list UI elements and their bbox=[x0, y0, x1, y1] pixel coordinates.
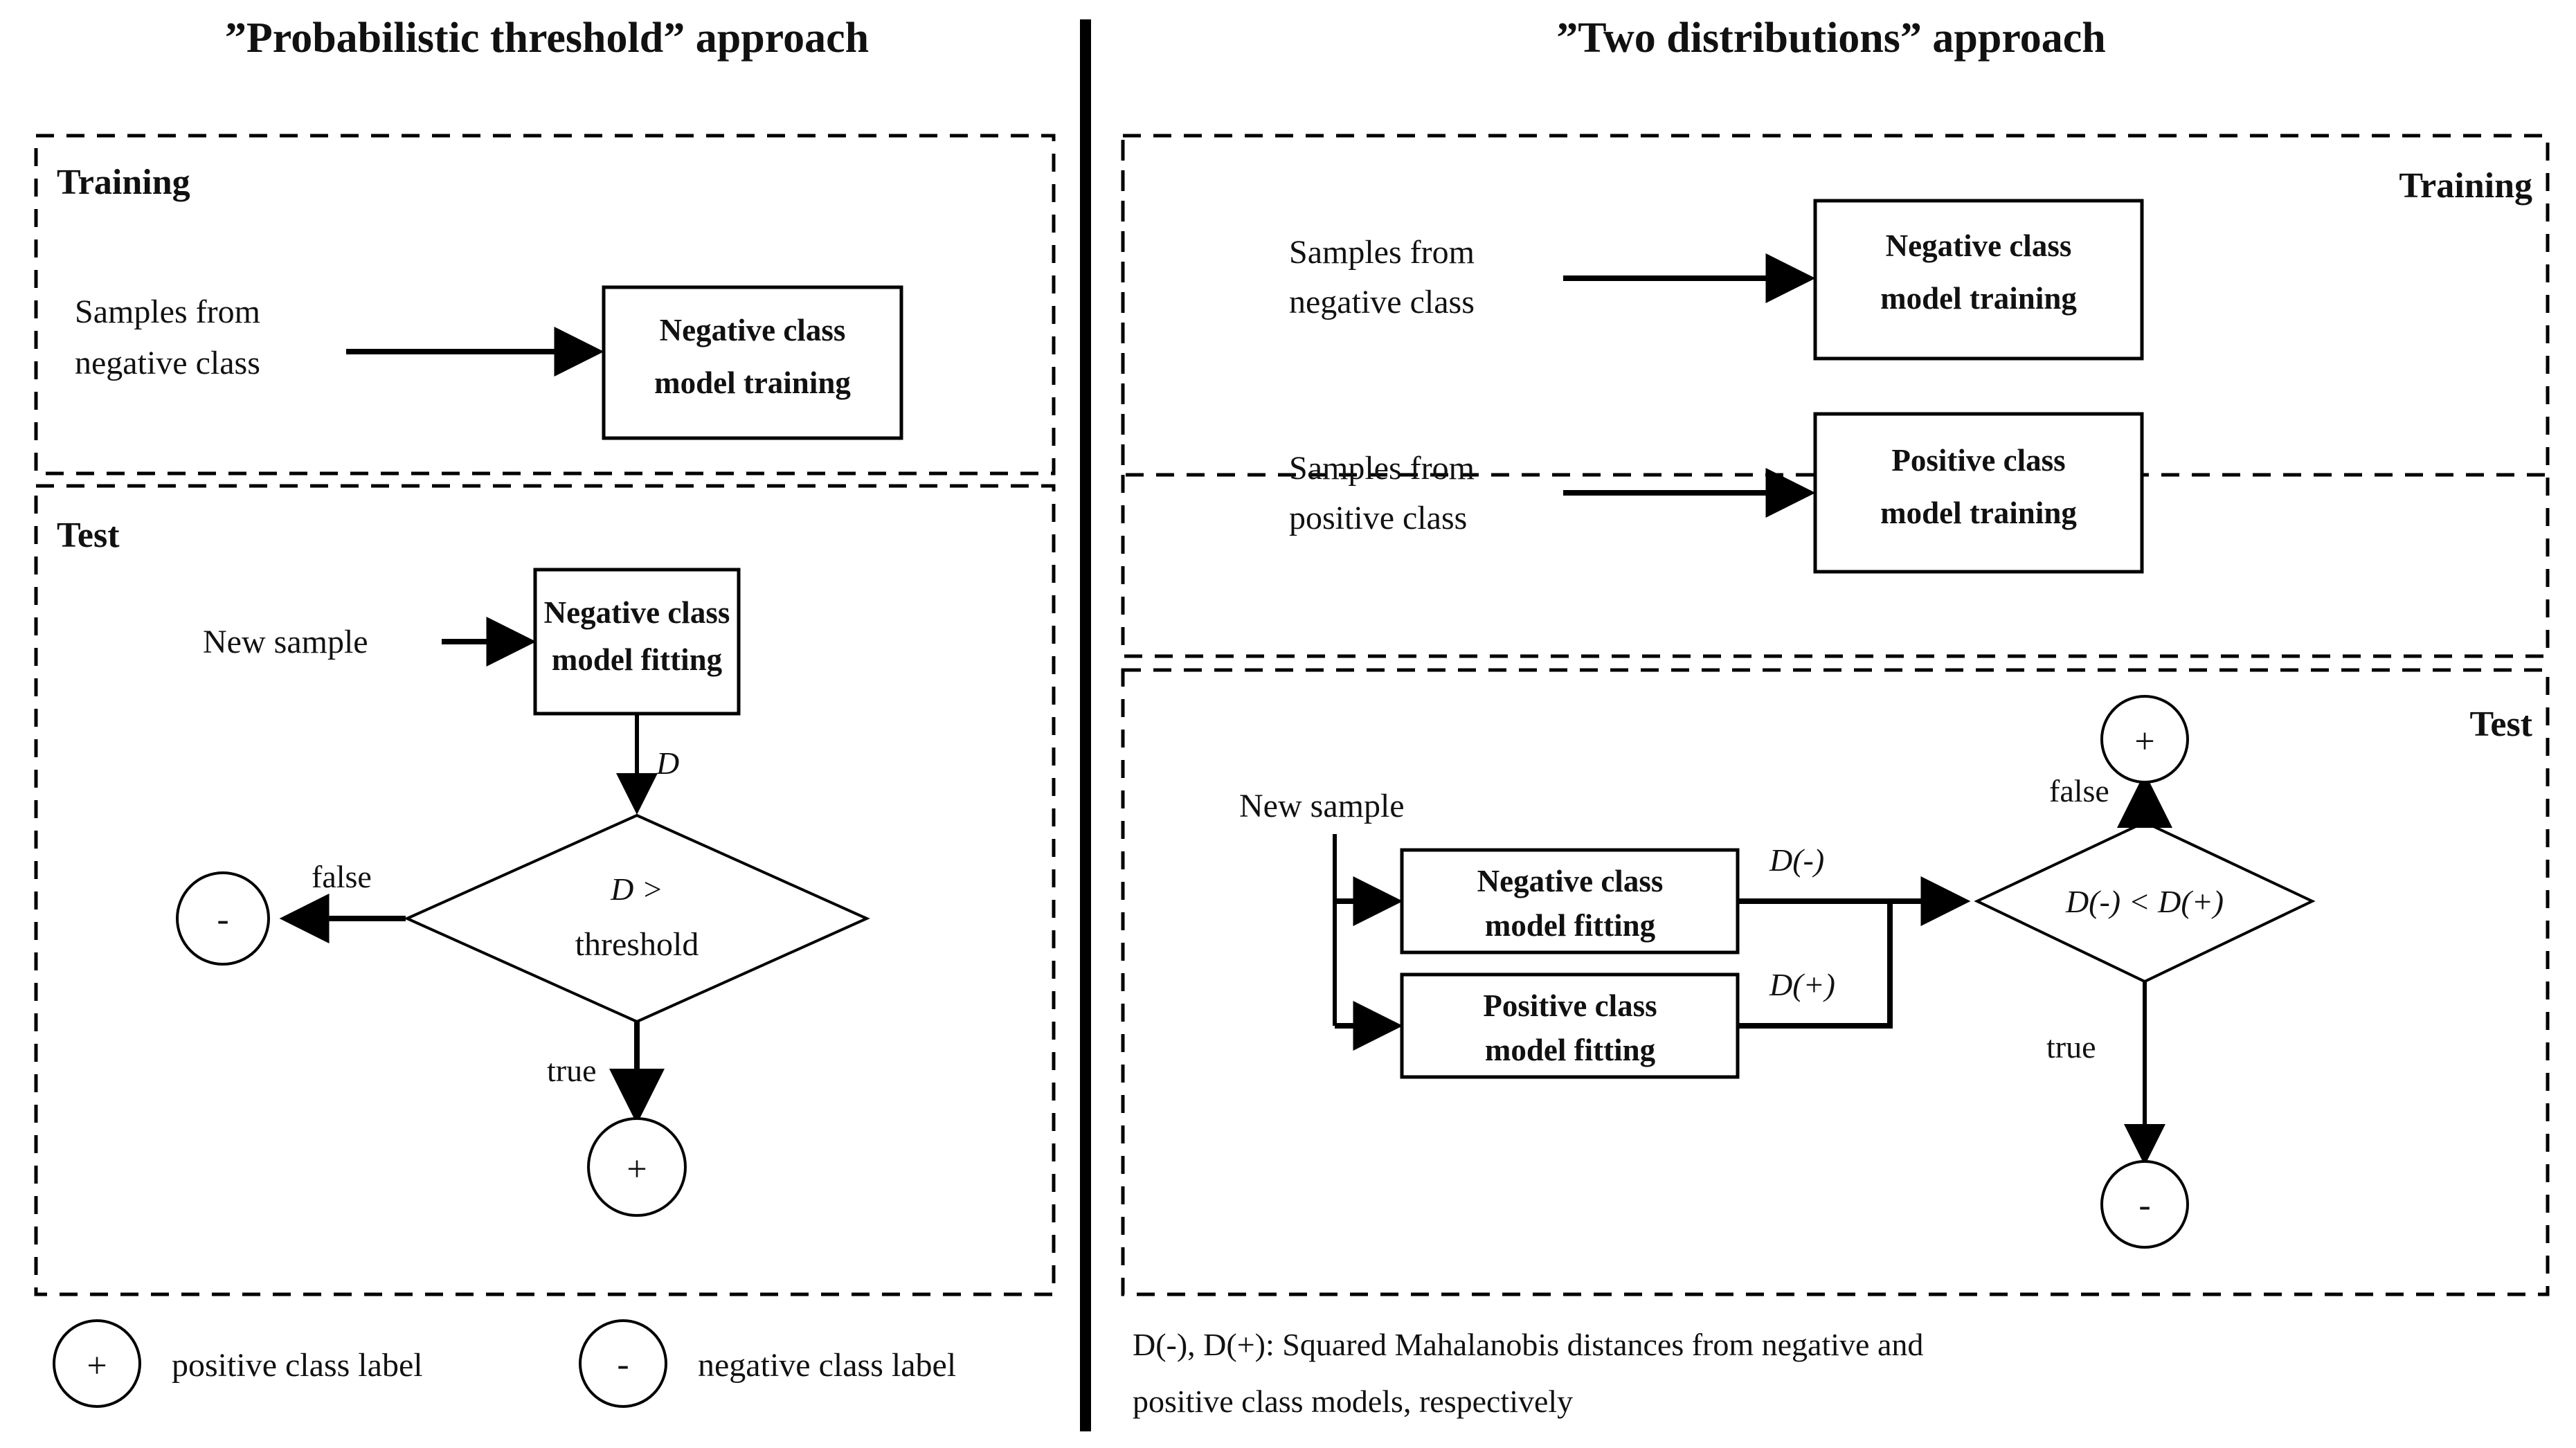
right-test-box-positive[interactable] bbox=[1400, 972, 1740, 1079]
legend-negative-circle bbox=[579, 1319, 667, 1408]
right-positive-outcome-circle[interactable] bbox=[2100, 695, 2189, 784]
left-decision-line1: D > bbox=[610, 871, 663, 907]
right-training-box-positive[interactable] bbox=[1813, 412, 2144, 574]
right-training-box-negative[interactable] bbox=[1813, 199, 2144, 361]
left-test-box[interactable] bbox=[533, 568, 741, 716]
right-test-section-label: Test bbox=[2469, 705, 2532, 744]
right-training-box2-line1: Positive class bbox=[1891, 443, 2065, 478]
legend-negative-text: negative class label bbox=[698, 1347, 956, 1384]
right-test-container bbox=[1121, 668, 2550, 1296]
left-test-input-label: New sample bbox=[203, 624, 368, 660]
right-training-box2-line2: model training bbox=[1880, 496, 2077, 530]
left-positive-outcome-circle[interactable] bbox=[587, 1117, 687, 1217]
left-test-section-label: Test bbox=[57, 516, 120, 555]
right-training-container-frame bbox=[1121, 134, 2550, 658]
right-test-box2-line1: Positive class bbox=[1483, 988, 1657, 1023]
left-negative-outcome-symbol: - bbox=[217, 900, 228, 939]
right-test-edge-label-pos: D(+) bbox=[1769, 967, 1835, 1002]
right-caption-line1: D(-), D(+): Squared Mahalanobis distance… bbox=[1133, 1327, 1923, 1362]
right-training-source1-line1: Samples from bbox=[1289, 234, 1475, 271]
left-false-label: false bbox=[312, 859, 372, 894]
right-test-box1-line1: Negative class bbox=[1477, 864, 1664, 898]
left-training-container bbox=[34, 134, 1056, 476]
right-negative-outcome-symbol: - bbox=[2138, 1186, 2150, 1225]
right-true-label: true bbox=[2046, 1029, 2096, 1065]
left-training-source-line2: negative class bbox=[75, 345, 260, 381]
left-decision-line2: threshold bbox=[575, 926, 699, 963]
right-caption-line2: positive class models, respectively bbox=[1133, 1384, 1573, 1419]
right-false-label: false bbox=[2049, 773, 2109, 808]
left-training-section-label: Training bbox=[57, 163, 190, 202]
legend-positive-symbol: + bbox=[87, 1346, 107, 1386]
left-training-box-line1: Negative class bbox=[660, 313, 846, 347]
legend-positive-circle bbox=[53, 1319, 141, 1408]
left-negative-outcome-circle[interactable] bbox=[176, 871, 270, 966]
right-test-merge-path bbox=[1738, 876, 1971, 1029]
right-test-box1-line2: model fitting bbox=[1485, 908, 1656, 943]
right-training-source2-line2: positive class bbox=[1289, 500, 1467, 536]
right-training-box1-line2: model training bbox=[1880, 281, 2077, 316]
left-decision-diamond[interactable] bbox=[404, 813, 870, 1024]
right-panel-title: ”Two distributions” approach bbox=[1556, 15, 2106, 62]
legend-positive-text: positive class label bbox=[172, 1347, 423, 1384]
right-training-section-label: Training bbox=[2399, 166, 2532, 206]
legend-negative-symbol: - bbox=[617, 1345, 629, 1384]
left-training-source-line1: Samples from bbox=[75, 293, 260, 330]
left-positive-outcome-symbol: + bbox=[627, 1150, 647, 1189]
left-test-box-line1: Negative class bbox=[544, 595, 730, 630]
right-test-box-negative[interactable] bbox=[1400, 848, 1740, 954]
left-panel-title: ”Probabilistic threshold” approach bbox=[225, 15, 869, 62]
right-training-box1-line1: Negative class bbox=[1886, 228, 2072, 263]
right-training-source2-line1: Samples from bbox=[1289, 450, 1475, 487]
right-decision-text: D(-) < D(+) bbox=[2065, 884, 2224, 919]
right-test-box2-line2: model fitting bbox=[1485, 1033, 1656, 1067]
left-test-d-edge-label: D bbox=[656, 745, 679, 781]
left-true-label: true bbox=[547, 1053, 597, 1088]
right-training-source1-line2: negative class bbox=[1289, 284, 1475, 320]
right-positive-outcome-symbol: + bbox=[2134, 722, 2154, 761]
right-negative-outcome-circle[interactable] bbox=[2100, 1160, 2189, 1249]
left-training-box[interactable] bbox=[602, 285, 903, 440]
right-test-edge-label-neg: D(-) bbox=[1769, 842, 1824, 878]
right-test-input-label: New sample bbox=[1239, 788, 1405, 824]
left-training-box-line2: model training bbox=[654, 365, 851, 400]
left-test-box-line2: model fitting bbox=[552, 642, 723, 677]
